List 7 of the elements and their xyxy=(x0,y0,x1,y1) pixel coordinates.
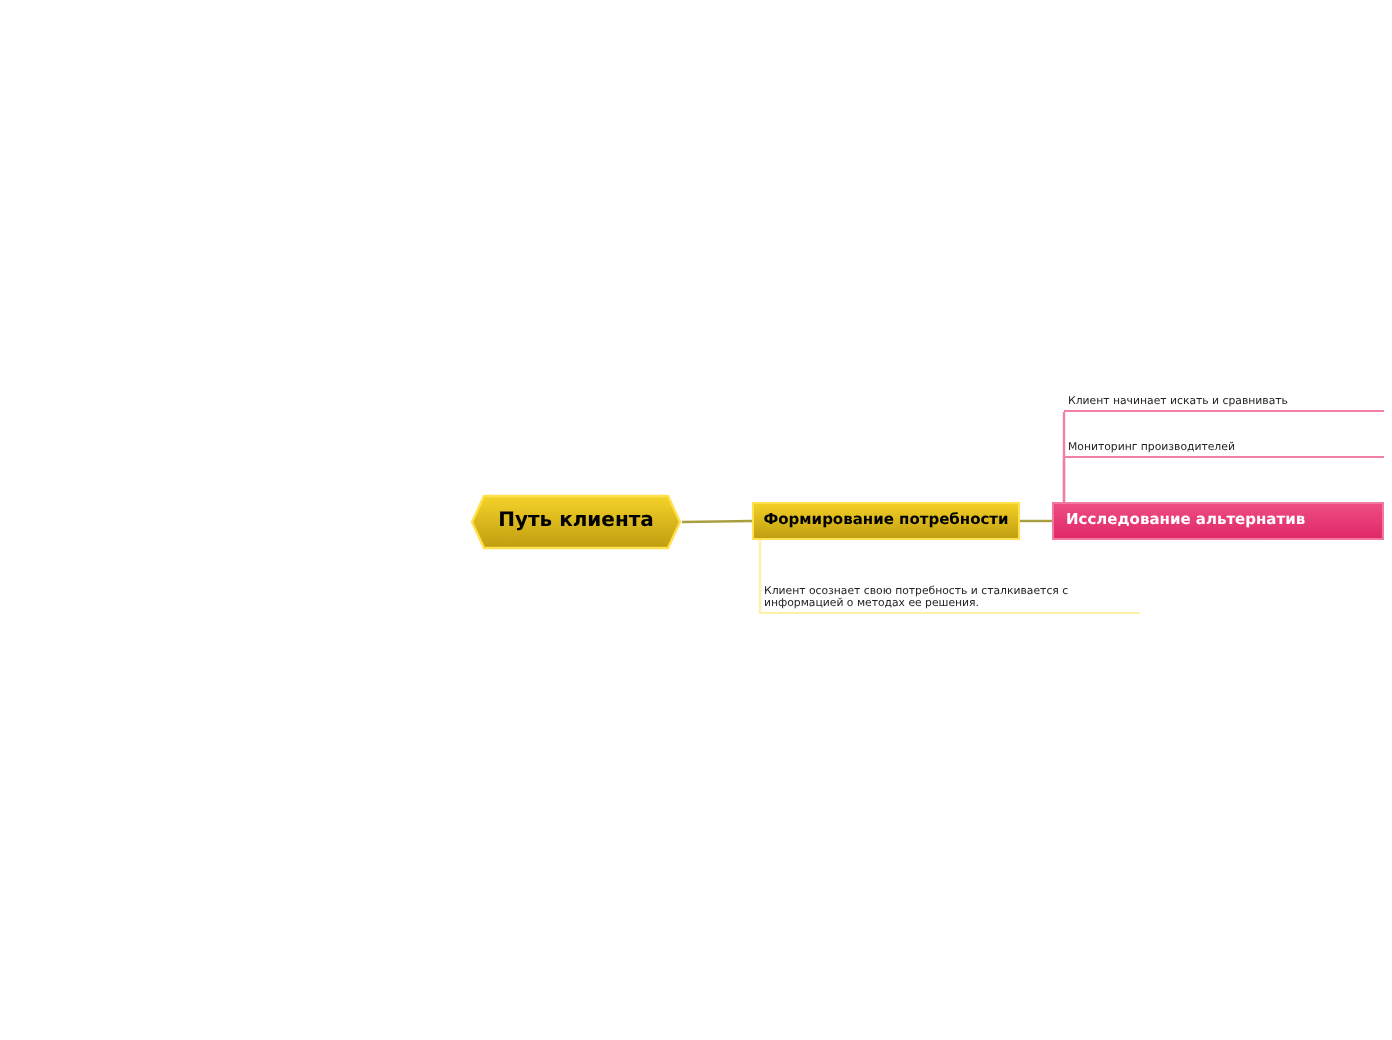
connector-line xyxy=(682,519,752,524)
topic-label: Путь клиента xyxy=(498,510,654,534)
connector-line xyxy=(1020,519,1052,523)
topic-box xyxy=(1052,502,1384,540)
topic-box xyxy=(752,502,1020,540)
connector-line xyxy=(1062,458,1066,502)
connector-line xyxy=(758,540,762,614)
